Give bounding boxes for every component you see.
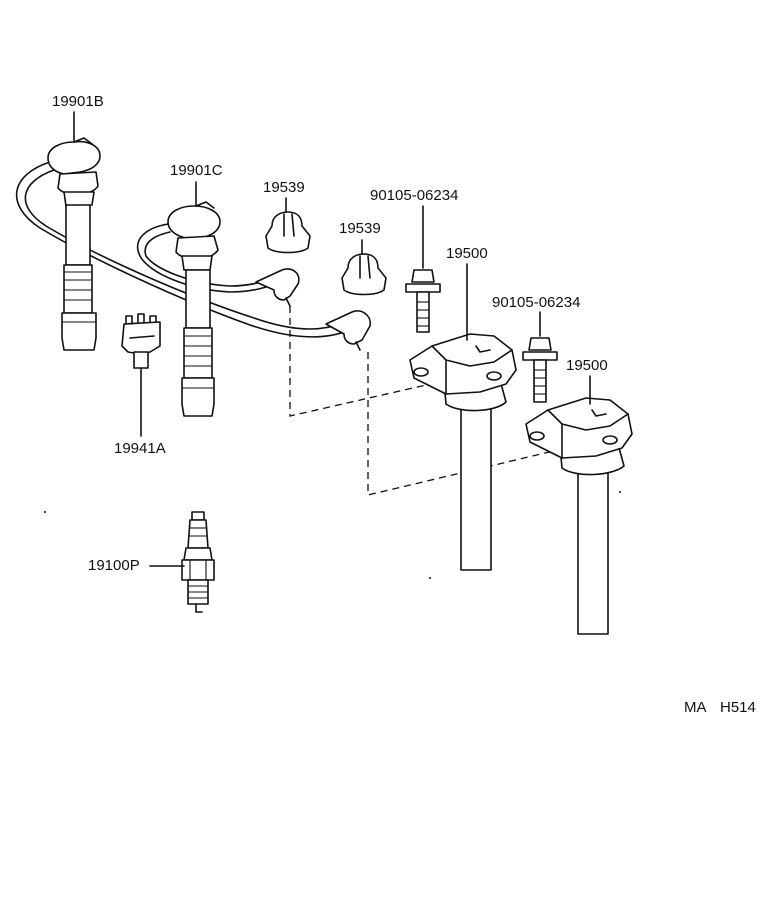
bolt-90105-06234-1[interactable] [405, 205, 441, 333]
label-19901b: 19901B [52, 93, 104, 110]
cap-19539-2[interactable] [341, 239, 387, 296]
footer-code-prefix: MA [684, 699, 707, 716]
label-19500-1: 19500 [446, 245, 488, 262]
label-19500-2: 19500 [566, 357, 608, 374]
ignition-coil-19500-1[interactable] [409, 333, 517, 571]
connection-lines [289, 306, 601, 496]
label-19901c: 19901C [170, 162, 223, 179]
label-19539-1: 19539 [263, 179, 305, 196]
bolt-90105-06234-2[interactable] [522, 311, 558, 403]
ignition-coil-19500-2[interactable] [525, 397, 633, 635]
label-19100p: 19100P [88, 557, 140, 574]
label-19941a: 19941A [114, 440, 166, 457]
footer-code: H514 [720, 699, 756, 716]
wire-clamp-19941a[interactable] [121, 313, 161, 373]
ignition-wire-19901c[interactable] [136, 201, 300, 417]
cap-19539-1[interactable] [265, 197, 311, 254]
ignition-wire-19901b[interactable] [15, 137, 372, 351]
spark-plug-19100p[interactable] [181, 511, 215, 613]
label-90105-06234-2: 90105-06234 [492, 294, 581, 311]
label-90105-06234-1: 90105-06234 [370, 187, 459, 204]
label-19539-2: 19539 [339, 220, 381, 237]
